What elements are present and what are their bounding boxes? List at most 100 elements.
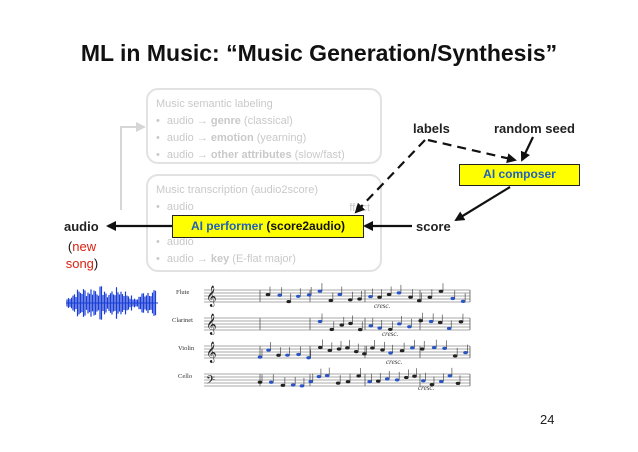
new-song-label: (new song) (65, 239, 99, 271)
note-head (362, 352, 367, 356)
note-head (431, 346, 437, 350)
note-head (257, 355, 263, 359)
note-head (396, 291, 402, 295)
note-head (450, 296, 456, 301)
note-head (367, 380, 372, 384)
note-head (463, 350, 468, 355)
note-head (317, 289, 323, 293)
note-head (327, 348, 333, 353)
note-head (375, 379, 381, 383)
note-head (442, 346, 447, 351)
note-head (377, 295, 382, 299)
note-head (348, 321, 353, 326)
note-head (397, 322, 402, 326)
note-head (438, 289, 444, 293)
note-head (388, 351, 393, 355)
random-seed-label: random seed (494, 121, 575, 136)
note-head (335, 381, 341, 385)
note-head (276, 353, 281, 357)
ai-performer-detail: (score2audio) (266, 219, 346, 233)
note-head (394, 378, 400, 382)
semantic-labeling-box: Music semantic labeling audio → genre (c… (146, 88, 382, 164)
note-head (408, 295, 413, 299)
semantic-item: audio → emotion (yearning) (156, 130, 372, 147)
transcription-item: audio → key (E-flat major) (156, 251, 372, 268)
note-head (339, 323, 345, 327)
note-head (280, 383, 286, 387)
score-dynamic-mark: cresc. (418, 384, 435, 392)
note-head (257, 380, 263, 384)
note-head (324, 373, 330, 378)
note-head (452, 354, 458, 358)
score-dynamic-mark: cresc. (382, 330, 399, 338)
ai-performer-name: AI performer (190, 219, 263, 233)
musical-score: 𝄞𝄞𝄞𝄢 Flute Clarinet Violin Cello cresc. … (172, 283, 471, 392)
score-staff-label: Clarinet (172, 317, 193, 324)
score-dynamic-mark: cresc. (374, 302, 391, 310)
note-head (377, 326, 383, 330)
note-head (419, 347, 425, 351)
note-head (421, 379, 426, 383)
clef-icon: 𝄞 (206, 314, 217, 335)
note-head (439, 379, 444, 384)
note-head (388, 327, 393, 332)
note-head (266, 348, 271, 352)
note-head (345, 346, 350, 350)
note-head (285, 353, 290, 357)
labels-to-performer-arrow (354, 139, 426, 214)
note-head (317, 319, 323, 324)
semantic-labeling-heading: Music semantic labeling (156, 98, 273, 110)
note-head (318, 345, 323, 350)
semantic-item: audio → other attributes (slow/fast) (156, 147, 372, 164)
note-head (337, 292, 343, 297)
page-number: 24 (540, 412, 555, 427)
note-head (416, 299, 422, 303)
note-head (455, 381, 461, 385)
note-head (407, 325, 412, 329)
slide-title: ML in Music: “Music Generation/Synthesis… (80, 40, 558, 66)
audio-waveform (66, 286, 158, 320)
note-head (460, 299, 466, 303)
ai-composer-box: AI composer (459, 164, 580, 186)
labels-to-composer-arrow (427, 138, 517, 164)
note-head (328, 298, 334, 303)
note-head (336, 347, 342, 351)
note-head (357, 327, 363, 332)
score-staff-label: Flute (176, 289, 189, 296)
note-head (447, 374, 453, 378)
score-staff-label: Violin (178, 345, 195, 352)
note-head (427, 295, 433, 299)
note-head (370, 346, 375, 350)
note-head (446, 326, 452, 331)
note-head (418, 319, 424, 323)
note-head (368, 324, 374, 328)
note-head (265, 293, 271, 297)
note-head (306, 293, 312, 297)
note-head (306, 356, 311, 360)
note-head (368, 294, 373, 299)
note-head (329, 327, 335, 332)
note-head (428, 319, 434, 324)
note-head (268, 380, 274, 384)
note-head (353, 350, 359, 354)
clef-icon: 𝄞 (206, 342, 217, 363)
gray-feedback-connector (120, 122, 146, 210)
score-staff-label: Cello (178, 373, 192, 380)
note-head (299, 384, 305, 388)
note-head (286, 299, 292, 304)
transcription-item: audio (156, 199, 372, 216)
note-head (384, 377, 390, 381)
note-head (404, 375, 409, 380)
ai-composer-label: AI composer (483, 167, 556, 181)
note-head (347, 298, 353, 302)
note-head (345, 380, 351, 384)
transcription-item: audio (156, 234, 372, 251)
note-head (357, 297, 362, 301)
clef-icon: 𝄞 (206, 286, 217, 307)
note-head (386, 292, 392, 297)
seed-to-composer-arrow (520, 136, 534, 162)
note-head (437, 320, 443, 325)
note-head (296, 352, 301, 357)
audio-label: audio (64, 219, 99, 234)
